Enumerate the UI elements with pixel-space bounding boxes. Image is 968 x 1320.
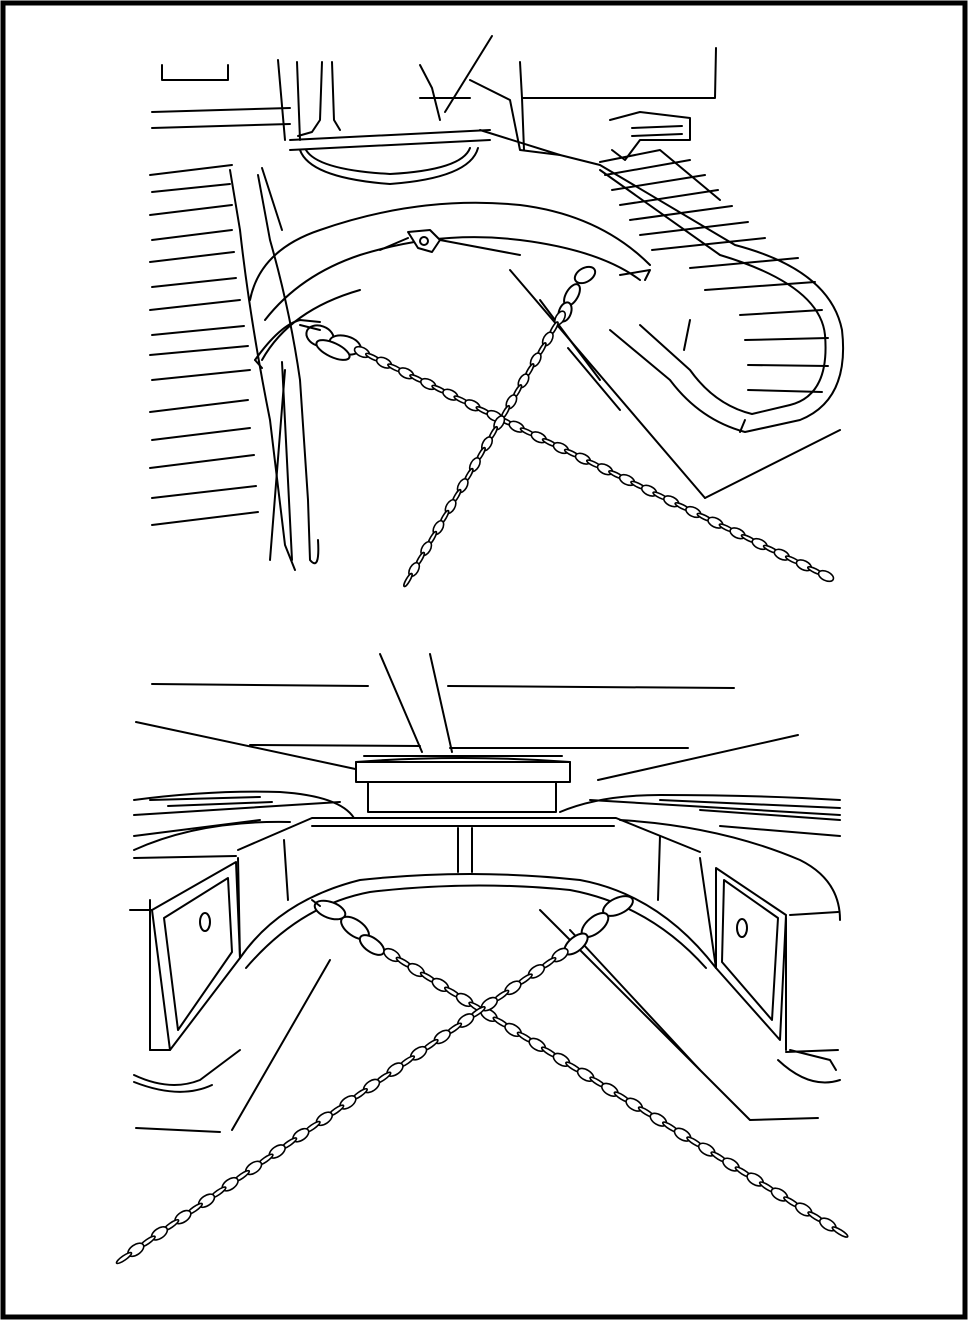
chain-top-left-to-right bbox=[353, 345, 835, 583]
panel-top bbox=[149, 35, 844, 588]
chain-top-right-to-left bbox=[403, 310, 567, 588]
panel-bottom bbox=[115, 653, 849, 1265]
clevis-tab-top bbox=[379, 229, 521, 256]
chain-link bbox=[817, 569, 835, 583]
swing-bearing-bottom bbox=[355, 755, 571, 813]
left-track-treads bbox=[149, 107, 291, 526]
left-track-bottom bbox=[129, 790, 355, 1093]
upper-structure bbox=[161, 35, 717, 161]
chain-link bbox=[115, 1251, 133, 1265]
right-track-bottom bbox=[559, 794, 841, 1084]
carbody-arch-top bbox=[229, 167, 651, 571]
chain-bottom-left-to-right bbox=[383, 947, 849, 1238]
left-shackle-top bbox=[299, 324, 362, 361]
swing-bearing-top bbox=[299, 147, 479, 185]
chain-link bbox=[403, 572, 413, 588]
chain-bottom-right-to-left bbox=[115, 947, 569, 1265]
left-shackle-bottom bbox=[311, 899, 386, 956]
carbody-center-bottom bbox=[135, 817, 819, 1133]
upper-body-lines bbox=[135, 653, 799, 781]
chain-link bbox=[831, 1226, 849, 1238]
right-track-loop bbox=[479, 129, 844, 499]
